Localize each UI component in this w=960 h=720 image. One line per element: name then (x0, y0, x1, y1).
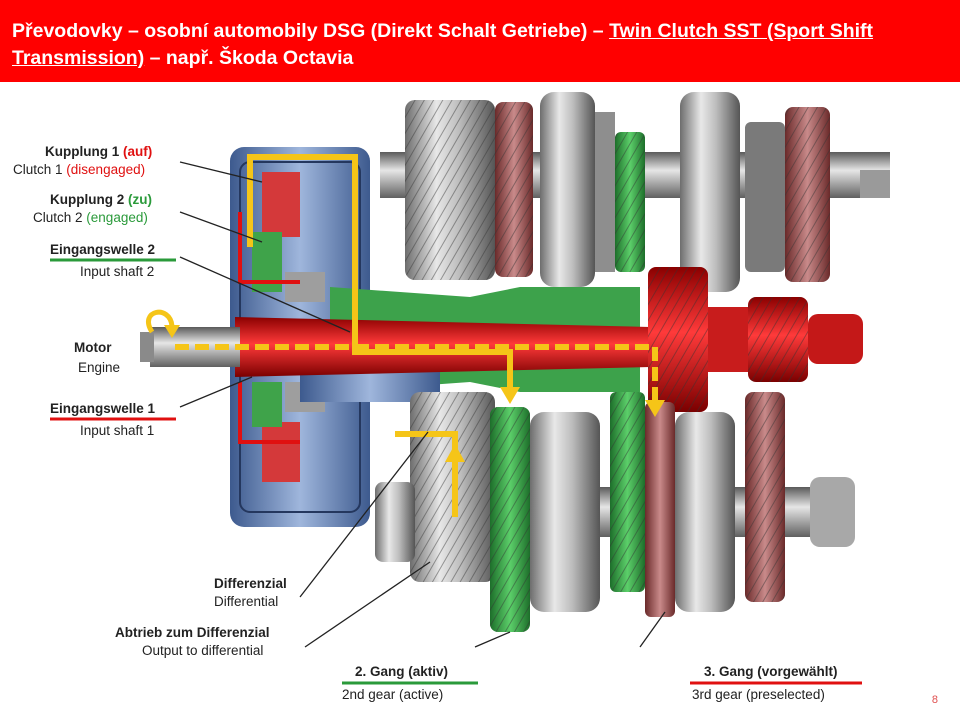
engine-rotation-arrow (146, 309, 175, 334)
upper-synchro-2 (680, 92, 740, 292)
svg-text:Kupplung 1 (auf): Kupplung 1 (auf) (45, 144, 152, 159)
title-part-1: Převodovky – osobní automobily DSG (Dire… (12, 20, 610, 42)
power-flow-arrow-3 (445, 444, 465, 462)
svg-text:Clutch 2 (engaged): Clutch 2 (engaged) (33, 210, 148, 225)
label-gear-2: 2nd gear (active) (342, 687, 443, 702)
label-gang-3: 3. Gang (vorgewählt) (704, 664, 838, 679)
leader-lines (179, 161, 666, 648)
label-engine: Engine (78, 360, 120, 375)
upper-synchro-1 (540, 92, 595, 287)
page-number: 8 (931, 694, 938, 706)
label-input-shaft-2: Input shaft 2 (80, 264, 154, 279)
upper-shaft-end (860, 170, 890, 198)
label-eingangswelle-1: Eingangswelle 1 (50, 401, 156, 416)
label-clutch-1-state: (disengaged) (66, 162, 145, 177)
label-kupplung-2: Kupplung 2 (50, 192, 124, 207)
title-part-2: – např. Škoda Octavia (144, 47, 354, 69)
clutch-2-plates-lower (252, 382, 282, 427)
label-eingangswelle-2: Eingangswelle 2 (50, 242, 155, 257)
label-kupplung-1-state: (auf) (123, 144, 152, 159)
differential-pinion (375, 482, 415, 562)
lower-synchro-1 (530, 412, 600, 612)
third-gear-assembly (648, 267, 863, 412)
slide-title: Převodovky – osobní automobily DSG (Dire… (12, 18, 952, 72)
label-differential: Differential (214, 594, 278, 609)
lower-countershaft (375, 392, 855, 632)
labels: Kupplung 1 (auf) Clutch 1 (disengaged) K… (13, 144, 862, 702)
output-stub (808, 314, 863, 364)
label-abtrieb: Abtrieb zum Differenzial (115, 625, 270, 640)
upper-countershaft (380, 92, 890, 292)
label-clutch-2-state: (engaged) (86, 210, 148, 225)
label-differenzial: Differenzial (214, 576, 287, 591)
svg-text:Clutch 1 (disengaged): Clutch 1 (disengaged) (13, 162, 145, 177)
label-motor: Motor (74, 340, 112, 355)
label-gang-2: 2. Gang (aktiv) (355, 664, 448, 679)
label-clutch-2: Clutch 2 (33, 210, 83, 225)
title-banner: Převodovky – osobní automobily DSG (Dire… (0, 0, 960, 82)
clutch-spring-upper (285, 272, 325, 302)
label-input-shaft-1: Input shaft 1 (80, 423, 154, 438)
power-flow-path-1 (175, 344, 658, 400)
label-gear-3: 3rd gear (preselected) (692, 687, 825, 702)
label-clutch-1: Clutch 1 (13, 162, 63, 177)
power-flow-path-2 (247, 154, 513, 387)
lower-gear-maroon-1 (645, 402, 675, 617)
clutch-1-plates-lower (262, 422, 300, 482)
power-flow (146, 154, 665, 517)
lower-synchro-2 (675, 412, 735, 612)
title-link[interactable]: Twin Clutch SST (Sport Shift Transmissio… (12, 20, 874, 69)
clutch-1-plates (262, 172, 300, 237)
label-kupplung-1: Kupplung 1 (45, 144, 120, 159)
power-flow-arrow-1 (645, 400, 665, 417)
svg-text:Kupplung 2 (zu): Kupplung 2 (zu) (50, 192, 152, 207)
label-output-to-differential: Output to differential (142, 643, 263, 658)
power-flow-arrow-2 (500, 387, 520, 404)
label-kupplung-2-state: (zu) (128, 192, 152, 207)
dsg-cutaway-diagram: Kupplung 1 (auf) Clutch 1 (disengaged) K… (13, 92, 890, 702)
